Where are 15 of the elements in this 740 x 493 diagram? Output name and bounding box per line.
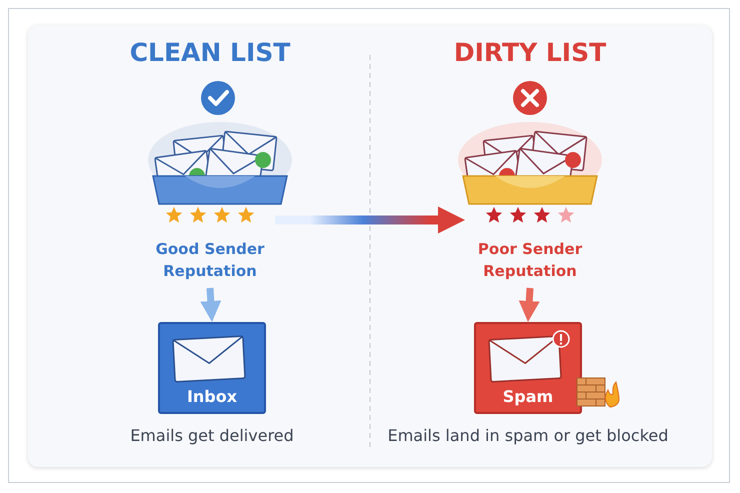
section-heading: DIRTY LIST [452,38,608,67]
tray-caption: Emails land in spam or get blocked [386,426,670,445]
mail-tray-drawing [455,120,605,206]
tray-label: Inbox [186,387,238,406]
reputation-label: Poor Sender Reputation [476,239,584,282]
arrow [518,288,540,322]
tray-caption: Emails get delivered [129,426,295,445]
tray-label: Spam [502,387,554,406]
spam-tray [474,322,582,414]
inbox-tray [158,322,266,414]
arrow [200,288,222,322]
section-heading: CLEAN LIST [128,38,292,67]
arrow [275,206,465,234]
reputation-label: Good Sender Reputation [154,239,266,282]
mail-tray-drawing [145,120,295,206]
